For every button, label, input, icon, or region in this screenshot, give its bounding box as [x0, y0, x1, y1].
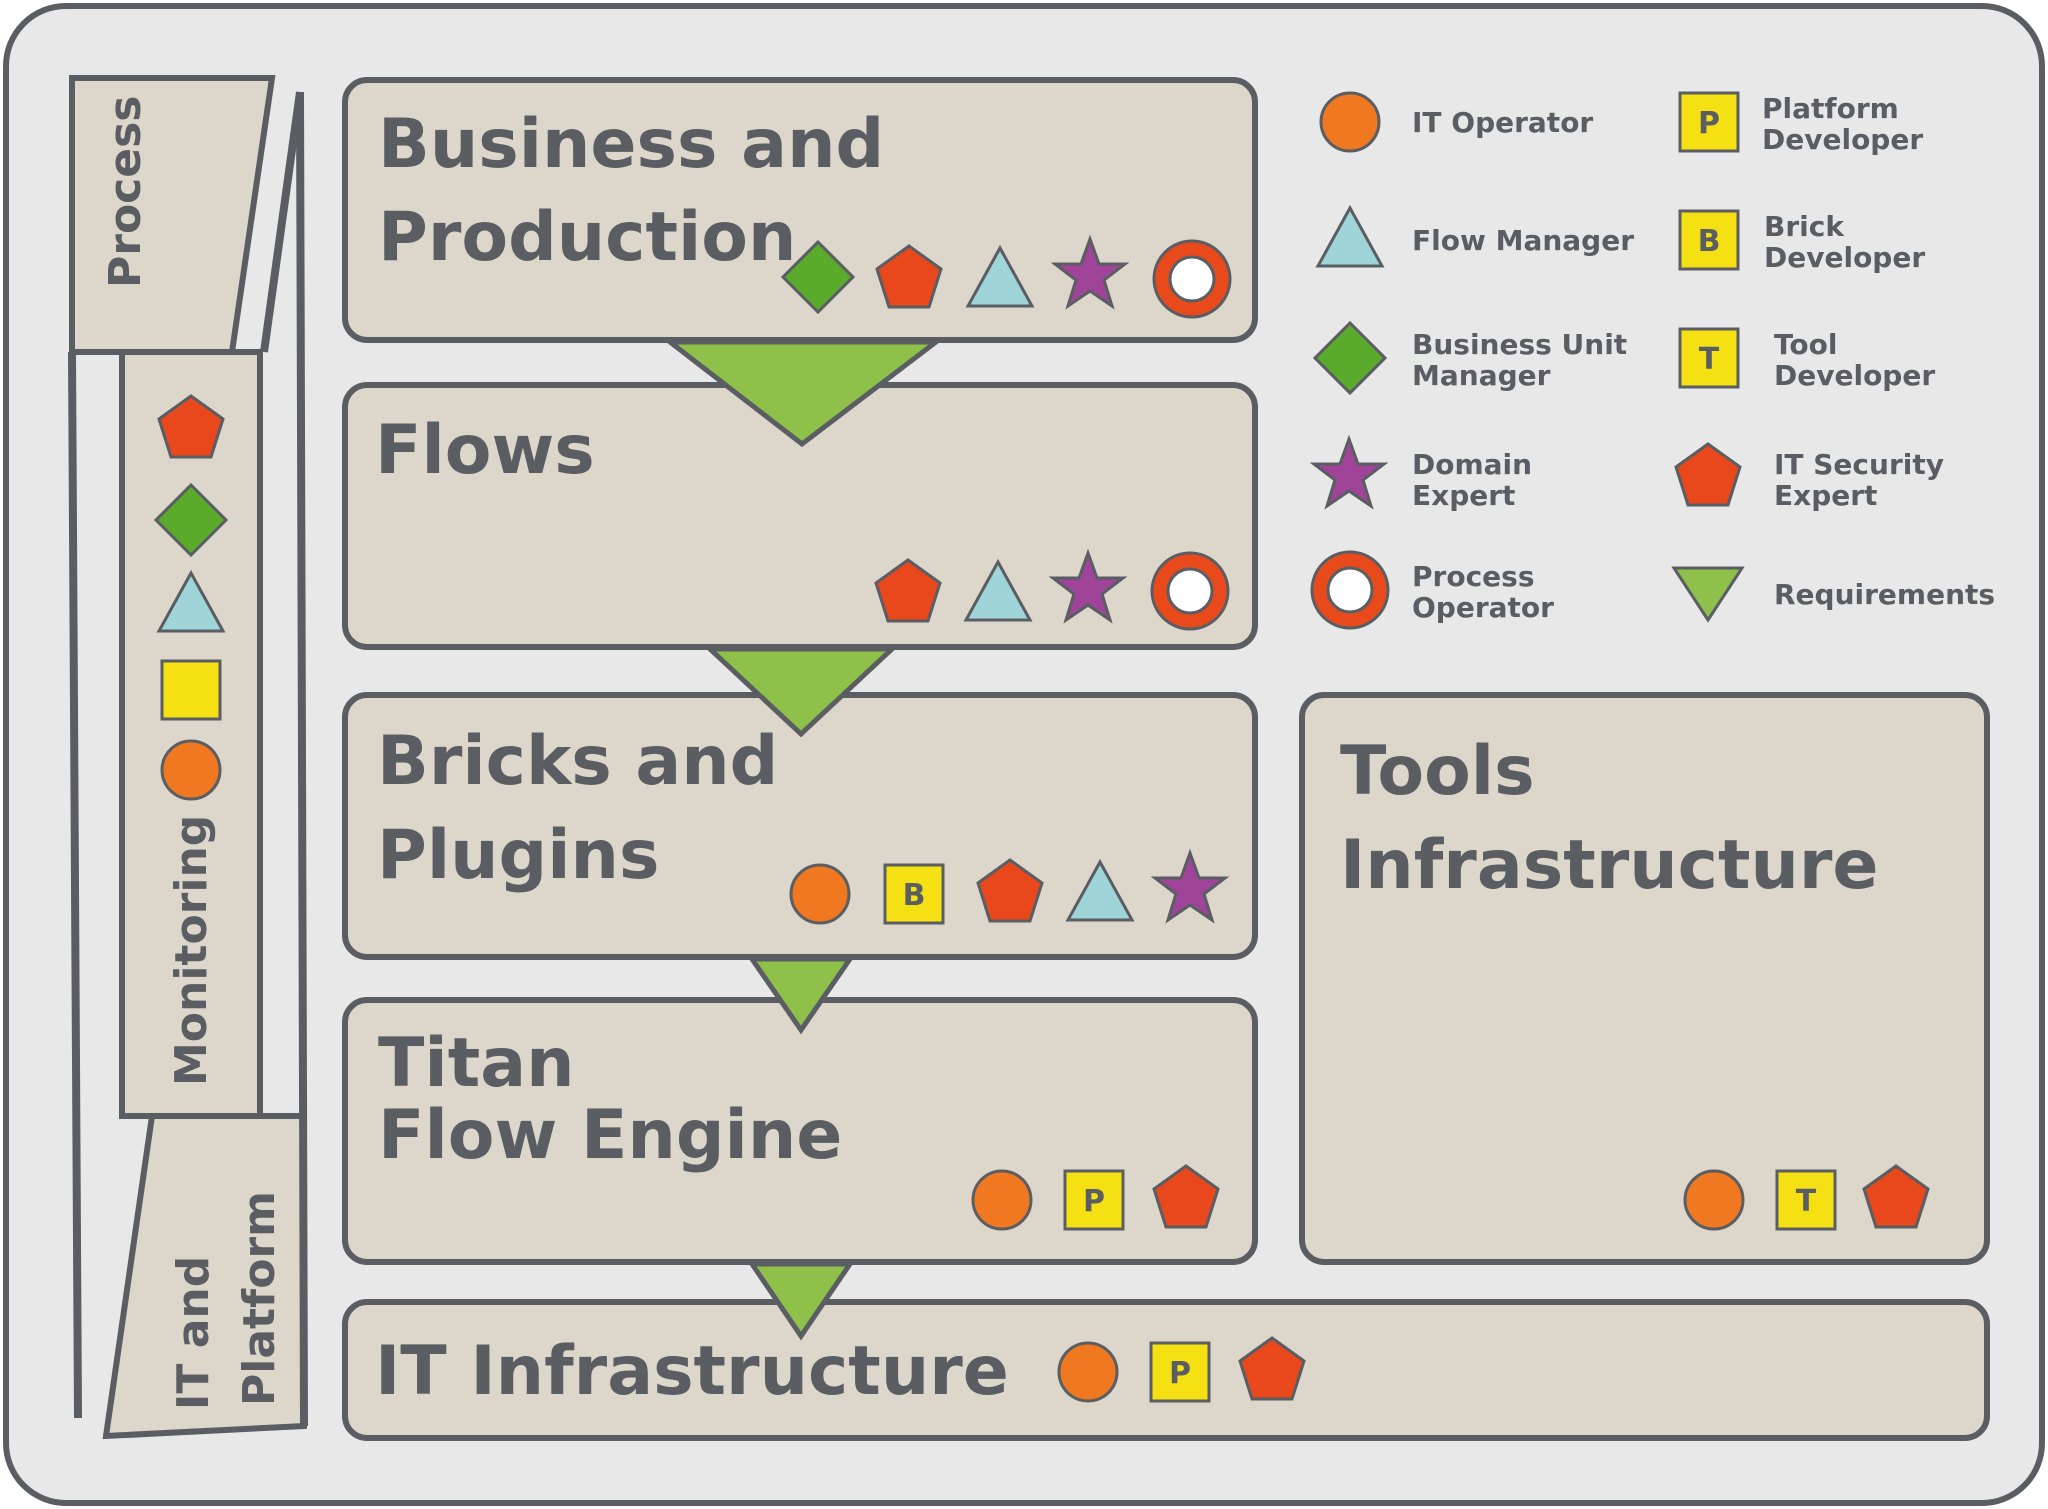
- process-operator-icon: [1154, 241, 1230, 317]
- monitoring-label: Monitoring: [166, 815, 217, 1086]
- legend-platform-developer-line2: Developer: [1762, 123, 1923, 156]
- divider-line: [260, 91, 304, 353]
- legend-tool-developer-line1: Tool: [1774, 328, 1837, 361]
- legend-brick-developer-line1: Brick: [1764, 210, 1845, 243]
- platform-developer-badge-letter: P: [1083, 1184, 1105, 1219]
- legend-platform-developer-line1: Platform: [1762, 92, 1899, 125]
- legend-platform-developer-letter: P: [1698, 106, 1720, 141]
- it-operator-icon: [160, 739, 222, 801]
- legend-it-operator: IT Operator: [1412, 106, 1593, 139]
- process-label: Process: [100, 96, 151, 288]
- requirements-arrow-2: [703, 646, 899, 738]
- tools-title-line1: Tools: [1340, 732, 1535, 811]
- requirements-arrow-4: [747, 1261, 855, 1341]
- legend-it-security-expert-line2: Expert: [1774, 479, 1877, 512]
- process-operator-icon: [1152, 553, 1228, 629]
- bricks-title-line2: Plugins: [377, 816, 659, 895]
- it-platform-label-line2: Platform: [234, 1191, 285, 1406]
- monitoring-band: [119, 349, 263, 1119]
- legend-tool-developer-line2: Developer: [1774, 359, 1935, 392]
- brick-developer-badge-letter: B: [903, 878, 926, 913]
- legend-flow-manager: Flow Manager: [1412, 224, 1634, 257]
- legend-domain-expert-line1: Domain: [1412, 448, 1532, 481]
- titan-title-line2: Flow Engine: [378, 1096, 842, 1175]
- tools-title-line2: Infrastructure: [1340, 826, 1879, 905]
- legend-process-operator-line1: Process: [1412, 560, 1535, 593]
- it-operator-icon: [971, 1169, 1033, 1231]
- legend-business-unit-manager-line1: Business Unit: [1412, 328, 1627, 361]
- legend-requirements-icon: [1671, 566, 1745, 623]
- titan-title-line1: Titan: [378, 1024, 575, 1103]
- legend-business-unit-manager-line2: Manager: [1412, 359, 1551, 392]
- legend-requirements: Requirements: [1774, 578, 1995, 611]
- it-operator-icon: [1057, 1341, 1119, 1403]
- tool-developer-badge-letter: T: [1796, 1184, 1817, 1219]
- requirements-arrow-3: [747, 956, 855, 1035]
- business-title-line1: Business and: [378, 105, 884, 184]
- legend-brick-developer-line2: Developer: [1764, 241, 1925, 274]
- flows-title: Flows: [375, 411, 595, 490]
- it-operator-icon: [1683, 1169, 1745, 1231]
- legend-process-operator-line2: Operator: [1412, 591, 1554, 624]
- bricks-title-line1: Bricks and: [377, 722, 778, 801]
- it-platform-label-line1: IT and: [168, 1256, 219, 1410]
- business-title-line2: Production: [378, 198, 796, 277]
- it-operator-icon: [789, 863, 851, 925]
- legend-it-operator-icon: [1319, 91, 1381, 153]
- legend-process-operator-icon: [1312, 552, 1388, 628]
- legend-tool-developer-letter: T: [1699, 342, 1720, 377]
- process-band-left-edge: [68, 351, 82, 1419]
- platform-developer-badge-letter: P: [1169, 1356, 1191, 1391]
- legend-brick-developer-letter: B: [1698, 224, 1721, 259]
- legend-it-security-expert-line1: IT Security: [1774, 448, 1944, 481]
- yellow-square-icon: [160, 659, 222, 721]
- requirements-arrow-1: [662, 339, 944, 448]
- it-platform-band-right-edge: [296, 91, 308, 1427]
- it-infrastructure-title: IT Infrastructure: [375, 1332, 1009, 1411]
- tools-infrastructure-box: [1299, 692, 1990, 1265]
- legend-domain-expert-line2: Expert: [1412, 479, 1515, 512]
